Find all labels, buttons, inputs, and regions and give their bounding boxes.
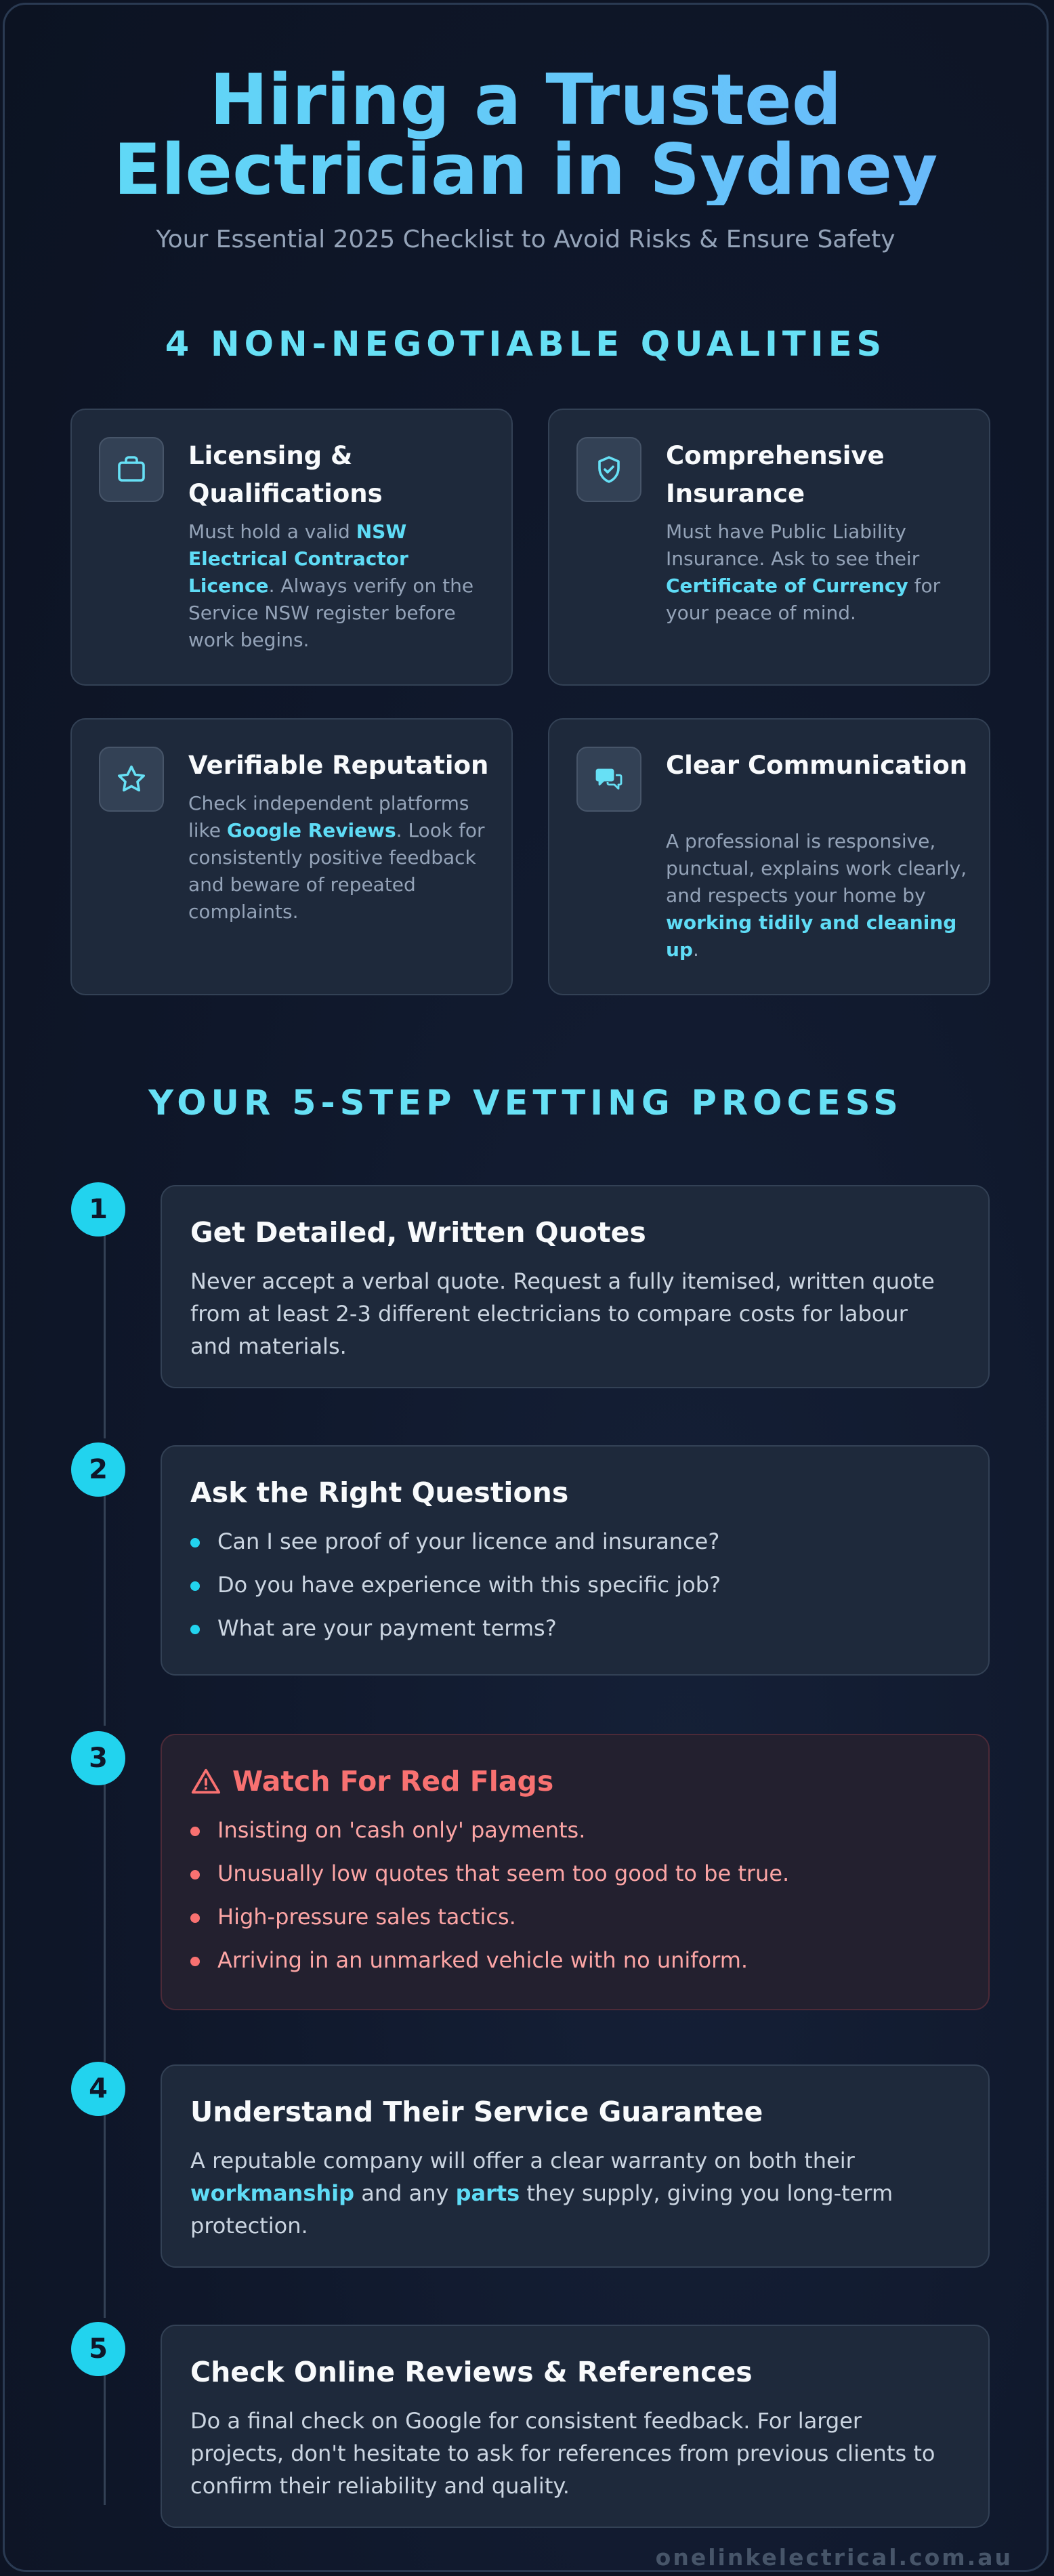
list-item: High-pressure sales tactics. bbox=[190, 1903, 961, 1947]
quality-highlight: NSW Electrical Contractor Licence bbox=[188, 520, 408, 597]
header: Hiring a Trusted Electrician in Sydney Y… bbox=[5, 66, 1047, 253]
timeline-line bbox=[104, 1482, 106, 1726]
step-number: 3 bbox=[71, 1731, 125, 1785]
quality-card-reputation: Verifiable Reputation Check independent … bbox=[70, 718, 513, 995]
page-title: Hiring a Trusted Electrician in Sydney bbox=[5, 66, 1047, 205]
list-item: Unusually low quotes that seem too good … bbox=[190, 1860, 961, 1903]
quality-highlight: Certificate of Currency bbox=[666, 575, 908, 597]
highlight-parts: parts bbox=[455, 2180, 520, 2206]
footer-website: onelinkelectrical.com.au bbox=[655, 2544, 1013, 2571]
title-line-1: Hiring a Trusted bbox=[209, 60, 842, 141]
quality-card-communication: Clear Communication A professional is re… bbox=[548, 718, 990, 995]
quality-text: Check independent platforms like Google … bbox=[188, 792, 485, 923]
list-item: What are your payment terms? bbox=[190, 1615, 961, 1658]
quality-title: Licensing & Qualifications bbox=[188, 441, 383, 508]
quality-title: Verifiable Reputation bbox=[188, 751, 489, 780]
list-item: Can I see proof of your licence and insu… bbox=[190, 1528, 961, 1571]
quality-highlight: Google Reviews bbox=[226, 819, 396, 842]
quality-text: Must have Public Liability Insurance. As… bbox=[666, 520, 941, 624]
infographic: Hiring a Trusted Electrician in Sydney Y… bbox=[3, 3, 1049, 2572]
vetting-heading: YOUR 5-STEP VETTING PROCESS bbox=[148, 1083, 903, 1123]
step-card-quotes: Get Detailed, Written Quotes Never accep… bbox=[161, 1185, 990, 1388]
highlight-workmanship: workmanship bbox=[190, 2180, 355, 2206]
timeline-line bbox=[104, 1770, 106, 2062]
timeline-line bbox=[104, 2361, 106, 2505]
chat-bubbles-icon bbox=[576, 747, 641, 812]
subtitle: Your Essential 2025 Checklist to Avoid R… bbox=[156, 226, 895, 253]
step-text: A reputable company will offer a clear w… bbox=[190, 2148, 893, 2239]
quality-highlight: working tidily and cleaning up bbox=[666, 911, 957, 961]
qualities-heading: 4 NON-NEGOTIABLE QUALITIES bbox=[165, 325, 887, 365]
quality-title: Comprehensive Insurance bbox=[666, 441, 885, 508]
step-text: Do a final check on Google for consisten… bbox=[190, 2408, 935, 2499]
step-card-questions: Ask the Right Questions Can I see proof … bbox=[161, 1445, 990, 1676]
list-item: Insisting on 'cash only' payments. bbox=[190, 1816, 961, 1860]
timeline-line bbox=[104, 2101, 106, 2318]
title-line-2: Electrician in Sydney bbox=[113, 129, 938, 211]
step-number: 1 bbox=[71, 1182, 125, 1237]
step-title: Check Online Reviews & References bbox=[190, 2356, 753, 2388]
step-title: Ask the Right Questions bbox=[190, 1476, 569, 1509]
quality-text: A professional is responsive, punctual, … bbox=[666, 830, 967, 961]
quality-text: Must hold a valid NSW Electrical Contrac… bbox=[188, 520, 474, 651]
step-title: Watch For Red Flags bbox=[232, 1765, 554, 1798]
list-item: Do you have experience with this specifi… bbox=[190, 1571, 961, 1615]
red-flags-list: Insisting on 'cash only' payments. Unusu… bbox=[190, 1816, 961, 1990]
questions-list: Can I see proof of your licence and insu… bbox=[190, 1528, 961, 1658]
quality-card-insurance: Comprehensive Insurance Must have Public… bbox=[548, 409, 990, 686]
step-text: Never accept a verbal quote. Request a f… bbox=[190, 1268, 935, 1359]
step-card-reviews: Check Online Reviews & References Do a f… bbox=[161, 2325, 990, 2528]
step-card-guarantee: Understand Their Service Guarantee A rep… bbox=[161, 2064, 990, 2268]
step-card-red-flags: Watch For Red Flags Insisting on 'cash o… bbox=[161, 1734, 990, 2010]
step-title: Get Detailed, Written Quotes bbox=[190, 1216, 646, 1249]
step-title: Understand Their Service Guarantee bbox=[190, 2096, 763, 2128]
quality-title: Clear Communication bbox=[666, 751, 968, 780]
shield-check-icon bbox=[576, 437, 641, 502]
timeline-line bbox=[104, 1222, 106, 1438]
quality-card-licensing: Licensing & Qualifications Must hold a v… bbox=[70, 409, 513, 686]
step-number: 4 bbox=[71, 2062, 125, 2116]
warning-triangle-icon bbox=[191, 1768, 221, 1794]
step-number: 2 bbox=[71, 1442, 125, 1497]
briefcase-icon bbox=[99, 437, 164, 502]
step-number: 5 bbox=[71, 2322, 125, 2376]
list-item: Arriving in an unmarked vehicle with no … bbox=[190, 1947, 961, 1990]
star-icon bbox=[99, 747, 164, 812]
